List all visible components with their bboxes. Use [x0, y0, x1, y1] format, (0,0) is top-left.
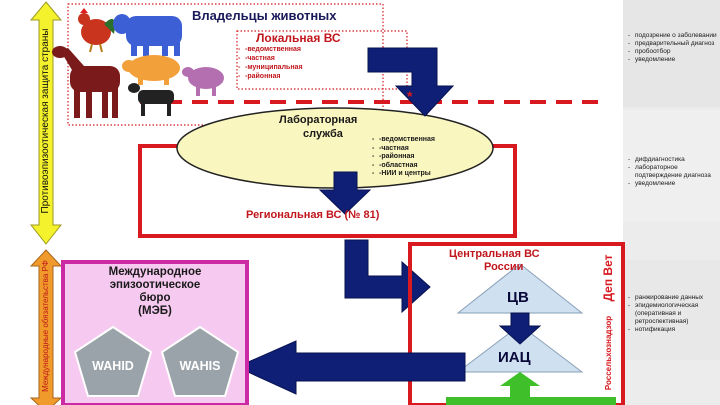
arrow-cv-to-iac: [498, 312, 542, 345]
local-vs-box: [236, 30, 408, 90]
right-panel-item: дифдиагностика: [628, 156, 718, 164]
wahid-pentagon: [73, 325, 153, 397]
local-vs-title: Локальная ВС: [256, 31, 341, 45]
horse-icon: [52, 46, 120, 118]
obligations-double-arrow: [29, 249, 63, 405]
iac-label: ИАЦ: [498, 349, 531, 366]
meb-title-line: Международное: [108, 266, 202, 278]
lab-loop-line: [138, 144, 517, 238]
local-vs-item: -районная: [238, 72, 303, 81]
owners-title: Владельцы животных: [192, 8, 337, 23]
arrow-regional-to-central: [344, 239, 431, 314]
lab-title-line1: Лабораторная: [279, 114, 358, 126]
local-vs-item: -частная: [238, 54, 303, 63]
right-panel-item: лабораторное подтверждение диагноза: [628, 164, 718, 180]
goat-icon: [128, 83, 174, 116]
right-panel-item: эпидемиологическая (оперативная и ретрос…: [628, 302, 718, 326]
right-panel-group-1: подозрение о заболевании предварительный…: [628, 32, 718, 64]
sheep-icon: [182, 67, 224, 96]
lab-item: -областная: [372, 162, 435, 171]
meb-title-line: эпизоотическое: [109, 279, 201, 291]
protection-label: Противоэпизоотическая защита страны: [40, 28, 51, 214]
cv-label: ЦВ: [507, 289, 529, 306]
pig-icon: [122, 55, 180, 85]
green-up-arrow-head: [500, 372, 540, 386]
meb-title: Международное эпизоотическое бюро (МЭБ): [66, 266, 244, 318]
lab-item: -районная: [372, 153, 435, 162]
central-vs-title-line1: Центральная ВС: [449, 248, 540, 260]
local-vs-list: -ведомственная -частная -муниципальная -…: [238, 45, 303, 81]
wahis-pentagon: [160, 325, 240, 397]
wahid-label: WAHID: [92, 359, 134, 373]
right-panel-item: нотификация: [628, 326, 718, 334]
obligations-label: Международные обязательства РФ: [41, 260, 50, 392]
right-panel-item: пробоотбор: [628, 48, 718, 56]
right-panel-item: подозрение о заболевании: [628, 32, 718, 40]
right-panel-group-2: дифдиагностика лабораторное подтверждени…: [628, 156, 718, 188]
green-bottom-bar: [446, 397, 616, 405]
right-panel-item: предварительный диагноз: [628, 40, 718, 48]
arrow-local-to-lab: [367, 47, 455, 117]
local-vs-item: -ведомственная: [238, 45, 303, 54]
cow-icon: [113, 14, 182, 56]
lab-list: -ведомственная -частная -районная -облас…: [372, 136, 435, 179]
central-vs-box: [408, 242, 625, 405]
central-vs-title-line2: России: [484, 261, 524, 273]
right-panel-group-3: ранжирование данных эпидемиологическая (…: [628, 294, 718, 334]
right-panel-item: ранжирование данных: [628, 294, 718, 302]
meb-title-line: бюро: [139, 292, 171, 304]
depvet-label: Деп Вет: [601, 254, 615, 302]
meb-title-line: (МЭБ): [138, 305, 172, 317]
asterisk-mark: *: [407, 88, 413, 104]
arrow-lab-to-regional: [318, 171, 372, 215]
regional-vs-label: Региональная ВС (№ 81): [246, 209, 380, 221]
rooster-icon: [78, 8, 115, 53]
rosselhoz-label: Россельхознадзор: [604, 315, 613, 391]
lab-item: -ведомственная: [372, 136, 435, 145]
lab-title-line2: служба: [303, 128, 343, 140]
arrow-iac-to-meb: [235, 340, 466, 395]
wahis-label: WAHIS: [179, 359, 221, 373]
local-vs-item: -муниципальная: [238, 63, 303, 72]
protection-double-arrow: [29, 1, 63, 245]
lab-item: -частная: [372, 145, 435, 154]
right-panel-item: уведомление: [628, 180, 718, 188]
lab-item: -НИИ и центры: [372, 170, 435, 179]
right-panel-item: уведомление: [628, 56, 718, 64]
